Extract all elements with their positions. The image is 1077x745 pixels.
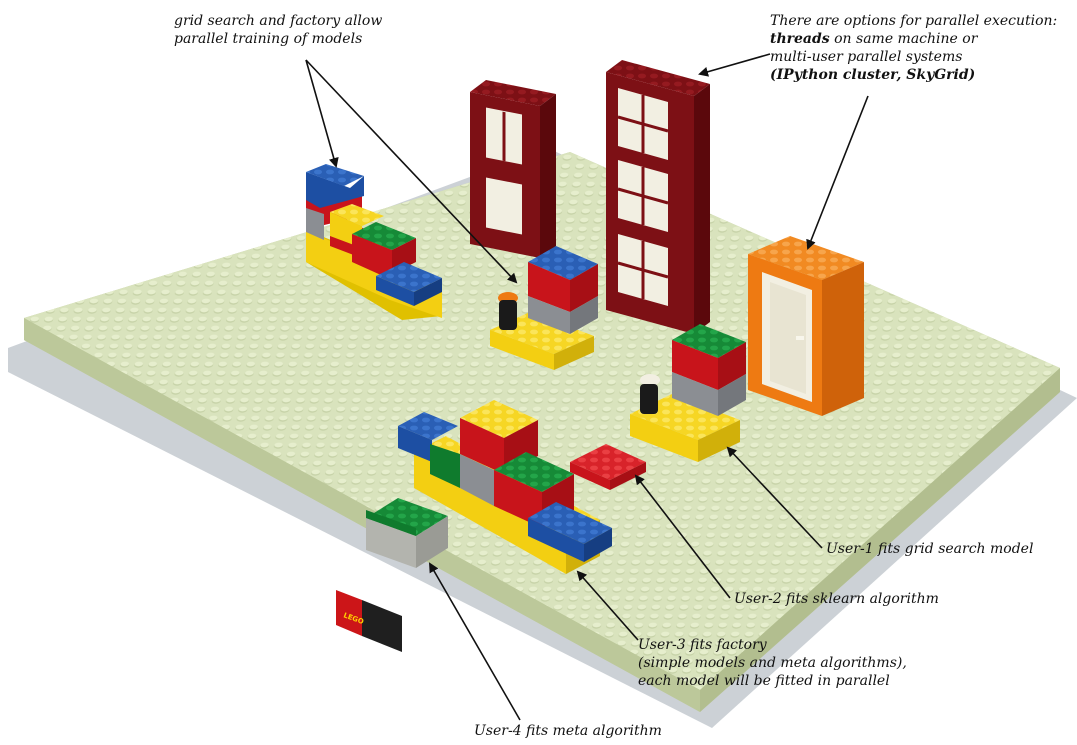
annotation-grid-search-line2: parallel training of models [174,31,363,47]
brick-stack-user1 [630,324,746,462]
threads-bold: threads [770,31,830,47]
annotation-user3-line3: each model will be fitted in parallel [638,673,890,689]
annotation-parallel-line4: (IPython cluster, SkyGrid) [770,67,976,83]
annotation-grid-search-line1: grid search and factory allow [174,13,383,29]
lego-box-label: LEGO [336,590,402,652]
brick-stack-center [490,246,598,370]
annotation-grid-search: grid search and factory allow parallel t… [174,12,382,48]
annotation-user3-line1: User-3 fits factory [638,637,767,653]
red-plate-user2 [570,444,646,490]
annotation-parallel: There are options for parallel execution… [770,12,1057,84]
annotation-user1: User-1 fits grid search model [826,541,1034,557]
annotation-arrows [305,53,869,721]
dark-red-window-tower-right [606,60,710,334]
annotation-user2: User-2 fits sklearn algorithm [734,591,939,607]
brick-user4 [366,498,448,568]
orange-door-frame [748,236,864,416]
annotation-parallel-line1: There are options for parallel execution… [770,13,1058,29]
annotation-user3-line2: (simple models and meta algorithms), [638,655,907,671]
brick-cluster-left [306,164,442,320]
dark-red-window-tower-left [470,80,556,258]
annotation-parallel-line3: multi-user parallel systems [770,49,963,65]
annotation-parallel-line2: threads on same machine or [770,30,1057,48]
brick-factory-user3 [398,400,612,574]
annotation-user3: User-3 fits factory (simple models and m… [638,636,907,690]
annotation-user4: User-4 fits meta algorithm [474,723,662,739]
annotation-parallel-line2-rest: on same machine or [829,31,978,47]
